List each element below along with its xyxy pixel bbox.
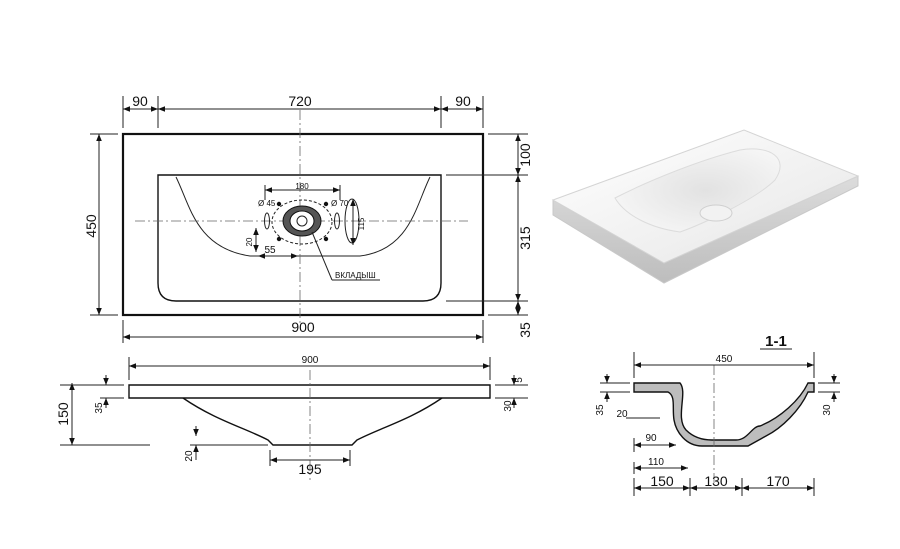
dim-basin-depth: 315: [517, 226, 533, 250]
drain-outer-ring: [271, 199, 333, 245]
section-dim-seg-right: 170: [766, 473, 790, 489]
mount-dot: [323, 201, 329, 207]
dim-drain-span: 180: [295, 182, 309, 191]
dim-depth: 450: [83, 214, 99, 238]
front-dim-width: 900: [302, 355, 319, 366]
dim-side-left: 90: [132, 93, 148, 109]
slot-right: [334, 212, 340, 230]
dim-bottom-margin: 35: [517, 322, 533, 338]
front-dim-slab: 35: [94, 402, 105, 414]
dim-top-margin: 100: [517, 143, 533, 167]
dim-drain-height: 115: [357, 217, 366, 230]
dim-drain-offset: 20: [245, 237, 254, 246]
mount-dot: [276, 236, 282, 242]
front-dim-drain-width: 195: [298, 461, 322, 477]
front-dim-edge-outer: 30: [503, 400, 514, 412]
mount-dot: [323, 236, 329, 242]
mount-dot: [276, 201, 282, 207]
plan-bowl-curve: [175, 176, 431, 257]
section-dim-seg-mid: 130: [704, 473, 728, 489]
plan-outline: [121, 132, 485, 317]
dim-center: 720: [288, 93, 312, 109]
front-view: 900 150 35 30 5 20 195: [55, 355, 528, 480]
section-dim-thickness: 35: [595, 404, 606, 416]
section-dim-lip: 20: [616, 409, 628, 420]
insert-leader: [311, 231, 333, 281]
section-shape: [633, 382, 815, 447]
sink-3d-render: [551, 129, 860, 284]
drain-center: [296, 215, 308, 227]
front-slab: [128, 384, 491, 399]
dim-side-right: 90: [455, 93, 471, 109]
front-dim-height: 150: [55, 402, 71, 426]
section-dim-seg-left: 150: [650, 473, 674, 489]
sink-3d-bowl: [614, 148, 781, 233]
section-dim-inner-offset: 110: [648, 457, 664, 468]
drain-hole: [289, 210, 315, 232]
front-dim-edge-inner: 5: [514, 377, 525, 383]
section-title: 1-1: [765, 333, 787, 350]
slot-left: [264, 212, 270, 230]
insert-label: ВКЛАДЫШ: [335, 271, 376, 280]
dim-width: 900: [291, 319, 315, 335]
section-dim-drain-from-edge: 90: [645, 433, 657, 444]
front-dim-drain-depth: 20: [184, 450, 195, 462]
dim-drain-small-dia: Ø 45: [258, 199, 276, 208]
sink-3d-drain: [699, 204, 733, 222]
front-bowl: [182, 397, 443, 446]
section-dim-width: 450: [716, 354, 733, 365]
plan-view: 90 720 90 450 900 100 315 35 180 Ø 45 Ø …: [83, 93, 533, 343]
section-dim-right-edge: 30: [822, 404, 833, 416]
dim-drain-inset: 55: [264, 245, 276, 256]
section-view: 1-1 450 35 20 30 90 110: [595, 333, 840, 496]
dim-drain-large-dia: Ø 70: [331, 199, 349, 208]
plan-basin: [157, 174, 442, 302]
